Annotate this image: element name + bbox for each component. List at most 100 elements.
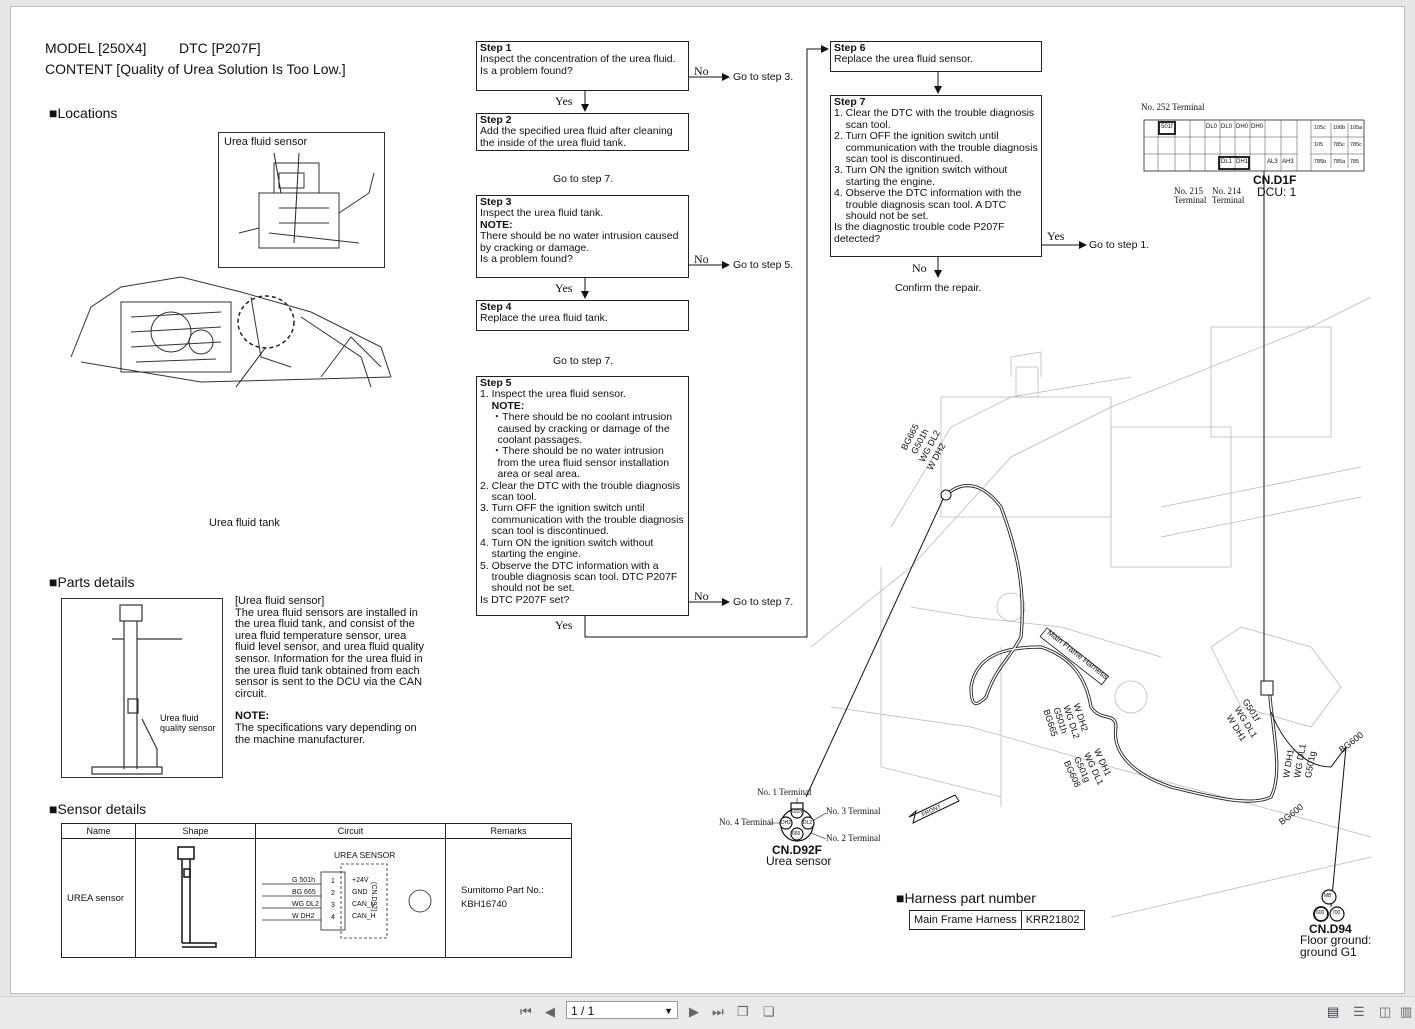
page-selector[interactable]: 1 / 1▼ — [566, 1001, 678, 1019]
sensor-detail-inset: Urea fluid sensor — [218, 132, 385, 268]
harness-heading: ■Harness part number — [896, 890, 1036, 906]
d94-pin: MB — [1324, 893, 1332, 899]
step-line: communication with the trouble diagnosis — [834, 141, 1038, 154]
d92-pin: DH2 — [781, 820, 792, 826]
copy-page-icon[interactable]: ❐ — [737, 1004, 749, 1019]
pin-number: 3 — [331, 902, 335, 909]
step-line: 4. Observe the DTC information with the — [834, 187, 1022, 200]
parts-line: the urea fluid tank, and consist of the — [235, 618, 415, 631]
step-line: Is a problem found? — [480, 253, 573, 266]
step-line: the inside of the urea fluid tank. — [480, 136, 626, 149]
last-page-icon[interactable]: ⏭ — [712, 1004, 724, 1019]
dtc-label: DTC [P207F] — [179, 40, 261, 56]
chevron-down-icon: ▼ — [664, 1006, 673, 1016]
cn-d94-label: CN.D94 — [1309, 922, 1352, 936]
parts-line: the urea fluid tank obtained from each — [235, 664, 420, 677]
wire-tag: BG600 — [1337, 729, 1366, 755]
parts-line: The urea fluid sensors are installed in — [235, 606, 418, 619]
col-circuit: Circuit — [255, 823, 446, 839]
d94-pin: 700 — [1332, 910, 1341, 916]
floor-ground-label: Floor ground:ground G1 — [1300, 934, 1371, 958]
sensor-circuit-cell: UREA SENSOR G 501h BG 665 WG DL2 W DH2 1 — [255, 838, 446, 958]
d92-pin: 665 — [792, 831, 801, 837]
dcu-cell: AL3 — [1267, 159, 1278, 165]
two-page-view-icon[interactable]: ◫ — [1379, 1004, 1392, 1019]
single-page-view-icon[interactable]: ▤ — [1327, 1004, 1340, 1019]
flow-step-1: Step 1 Inspect the concentration of the … — [476, 41, 689, 91]
step-line: scan tool is discontinued. — [834, 153, 963, 166]
front-arrow-label: FRONT — [921, 804, 943, 819]
step-line: Is the diagnostic trouble code P207F — [834, 221, 1005, 234]
dcu-cell: AH3 — [1282, 159, 1294, 165]
dcu-cell: DL0 — [1221, 124, 1233, 130]
dcu-cell: DH0 — [1251, 124, 1264, 130]
signal-label: CAN_H — [352, 913, 376, 920]
flow-step-2: Step 2 Add the specified urea fluid afte… — [476, 113, 689, 151]
flow-step-6: Step 6 Replace the urea fluid sensor. — [830, 41, 1042, 72]
terminal-line: Terminal — [1174, 195, 1207, 205]
fit-page-icon[interactable]: ❏ — [763, 1004, 775, 1019]
goto-step1: Go to step 1. — [1089, 239, 1150, 251]
step-line: Replace the urea fluid sensor. — [834, 53, 973, 66]
col-remarks: Remarks — [445, 823, 572, 839]
flow-step-7: Step 7 1. Clear the DTC with the trouble… — [830, 95, 1042, 257]
col-name: Name — [61, 823, 136, 839]
step-title: Step 1 — [480, 42, 512, 54]
sensor-shape-cell — [135, 838, 256, 958]
step-line: scan tool. — [480, 491, 537, 504]
sensor-detail-drawing — [238, 152, 375, 249]
step-line: scan tool is discontinued. — [480, 525, 609, 538]
content-label: CONTENT [Quality of Urea Solution Is Too… — [45, 61, 346, 77]
wire-label: BG 665 — [292, 889, 316, 896]
circuit-connector-label: (CN.D92) — [370, 882, 377, 912]
yes-label-5: Yes — [555, 618, 573, 632]
next-page-icon[interactable]: ▶ — [689, 1004, 699, 1019]
floor-line: Floor ground: — [1300, 933, 1372, 947]
step-line: Replace the urea fluid tank. — [480, 312, 608, 325]
machine-location-illustration — [70, 276, 392, 387]
step-line: area or seal area. — [480, 468, 580, 481]
step-line: by cracking or damage. — [480, 241, 590, 254]
dcu-right-cell: 106b — [1333, 125, 1346, 131]
d92-pin: 501h — [791, 809, 803, 815]
document-page: MODEL [250X4] DTC [P207F] CONTENT [Quali… — [10, 6, 1405, 994]
step-line: starting the engine. — [834, 175, 935, 188]
signal-label: GND — [352, 889, 368, 896]
urea-sensor-drawing — [91, 604, 182, 775]
no-label-3: No — [694, 252, 709, 266]
parts-heading: ■Parts details — [49, 574, 135, 590]
harness-name: Main Frame Harness — [909, 910, 1022, 930]
step-note: NOTE: — [480, 218, 513, 231]
dcu-cell: DH1 — [1236, 159, 1249, 165]
urea-sensor-label: Urea sensor — [766, 854, 832, 868]
parts-title: [Urea fluid sensor] — [235, 595, 325, 607]
dcu-right-cell: 785a — [1333, 159, 1346, 165]
step-title: Step 6 — [834, 42, 866, 54]
terminal-line: Terminal — [1212, 195, 1245, 205]
first-page-icon[interactable]: ⏮ — [520, 1004, 532, 1019]
parts-line: sensor is sent to the DCU via the CAN — [235, 676, 423, 689]
terminal-line: No. 215 — [1174, 186, 1203, 196]
step-line: scan tool. — [834, 118, 891, 131]
step-line: ・There should be no coolant intrusion — [480, 411, 673, 424]
two-page-continuous-icon[interactable]: ▥ — [1400, 1004, 1413, 1019]
parts-note-line: the machine manufacturer. — [235, 733, 366, 746]
no252-terminal: No. 252 Terminal — [1141, 102, 1205, 112]
dcu-right-cell: 785b — [1314, 159, 1327, 165]
dcu-cell: 501f — [1161, 124, 1173, 130]
circuit-title: UREA SENSOR — [334, 850, 396, 860]
prev-page-icon[interactable]: ◀ — [545, 1004, 555, 1019]
parts-note-line: The specifications vary depending on — [235, 721, 417, 734]
step-line: There should be no water intrusion cause… — [480, 230, 679, 243]
dcu-cell: DL0 — [1206, 124, 1218, 130]
step-line: should not be set. — [834, 210, 929, 223]
yes-label-7: Yes — [1047, 229, 1065, 243]
dcu-right-cell: 785c — [1333, 142, 1345, 148]
step-note: NOTE: — [480, 399, 525, 412]
remarks-line: KBH16740 — [461, 899, 507, 910]
wire-label: W DH2 — [292, 913, 315, 920]
dcu-right-cell: 785 — [1350, 159, 1360, 165]
continuous-view-icon[interactable]: ☰ — [1353, 1004, 1365, 1019]
